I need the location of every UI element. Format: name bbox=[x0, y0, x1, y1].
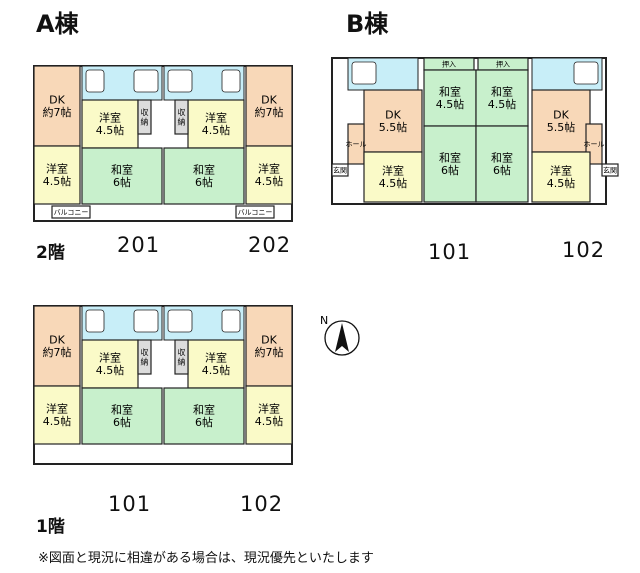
room-label: ホール bbox=[346, 140, 367, 148]
unit-label-b101: 101 bbox=[428, 240, 472, 264]
north-compass: N bbox=[320, 314, 360, 356]
toilet-icon bbox=[85, 309, 105, 333]
room-balcony bbox=[51, 205, 91, 219]
room-western_45 bbox=[33, 385, 81, 445]
room-label: バルコニー bbox=[54, 208, 89, 216]
unit-label-a101: 101 bbox=[108, 492, 152, 516]
bathtub-icon bbox=[573, 61, 599, 85]
bathtub-icon bbox=[167, 309, 193, 333]
room-storage bbox=[174, 99, 189, 135]
room-washitsu_45 bbox=[423, 69, 477, 127]
toilet-icon bbox=[85, 69, 105, 93]
room-label: 収納 bbox=[178, 107, 186, 126]
bathtub-icon bbox=[351, 61, 377, 85]
room-dk_7 bbox=[245, 305, 293, 387]
room-western_45 bbox=[81, 99, 139, 149]
floor-label-1f: 1階 bbox=[36, 517, 65, 537]
unit-label-a102: 102 bbox=[240, 492, 284, 516]
room-washitsu_6 bbox=[423, 125, 477, 203]
room-storage bbox=[174, 339, 189, 375]
room-washitsu_6 bbox=[81, 387, 163, 445]
room-storage bbox=[137, 99, 152, 135]
floor-label-2f: 2階 bbox=[36, 243, 65, 263]
room-washitsu_6 bbox=[475, 125, 529, 203]
north-label: N bbox=[320, 314, 328, 327]
room-dk_7 bbox=[33, 65, 81, 147]
room-dk_55 bbox=[531, 89, 591, 153]
room-storage bbox=[137, 339, 152, 375]
room-hall bbox=[347, 123, 365, 165]
building-a-heading: A棟 bbox=[36, 10, 79, 38]
room-genkan bbox=[331, 163, 349, 177]
room-genkan bbox=[601, 163, 619, 177]
bathtub-icon bbox=[133, 309, 159, 333]
room-label: 収納 bbox=[178, 347, 186, 366]
unit-label-b102: 102 bbox=[562, 238, 606, 262]
room-label: ホール bbox=[584, 140, 605, 148]
room-label: 押入 bbox=[496, 59, 510, 68]
room-western_45 bbox=[245, 145, 293, 205]
room-label: 収納 bbox=[141, 107, 149, 126]
room-label: 収納 bbox=[141, 347, 149, 366]
room-dk_7 bbox=[245, 65, 293, 147]
room-western_45 bbox=[245, 385, 293, 445]
room-western_45 bbox=[187, 99, 245, 149]
bathtub-icon bbox=[133, 69, 159, 93]
room-balcony bbox=[235, 205, 275, 219]
room-washitsu_45 bbox=[475, 69, 529, 127]
room-label: 玄関 bbox=[333, 165, 347, 174]
building-b-heading: B棟 bbox=[346, 10, 389, 38]
room-label: バルコニー bbox=[238, 208, 273, 216]
toilet-icon bbox=[221, 309, 241, 333]
unit-label-201: 201 bbox=[117, 233, 161, 257]
room-western_45 bbox=[531, 151, 591, 203]
room-label: 玄関 bbox=[603, 165, 617, 174]
room-western_45 bbox=[363, 151, 423, 203]
room-washitsu_6 bbox=[163, 387, 245, 445]
unit-label-202: 202 bbox=[248, 233, 292, 257]
bathtub-icon bbox=[167, 69, 193, 93]
room-western_45 bbox=[33, 145, 81, 205]
room-western_45 bbox=[81, 339, 139, 389]
disclaimer-note: ※図面と現況に相違がある場合は、現況優先といたします bbox=[38, 551, 374, 566]
room-washitsu_6 bbox=[163, 147, 245, 205]
toilet-icon bbox=[221, 69, 241, 93]
room-washitsu_6 bbox=[81, 147, 163, 205]
room-label: 押入 bbox=[442, 59, 456, 68]
